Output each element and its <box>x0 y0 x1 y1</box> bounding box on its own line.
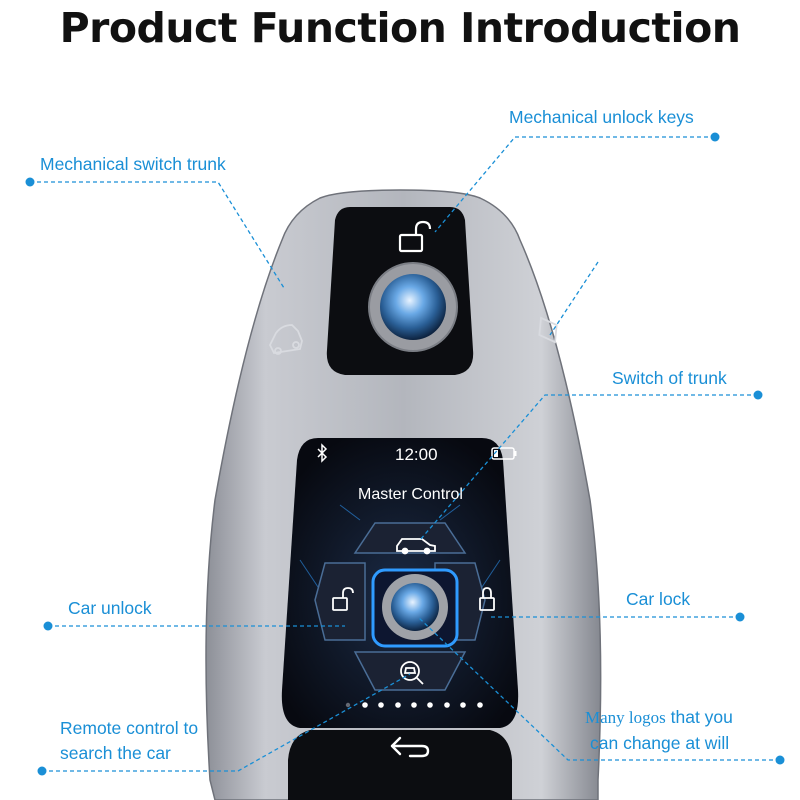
label-car-lock: Car lock <box>626 589 691 609</box>
callout-dots <box>25 132 785 776</box>
bluetooth-icon <box>317 443 328 463</box>
lock-icon <box>479 587 495 611</box>
label-car-unlock: Car unlock <box>68 598 152 618</box>
screen-time: 12:00 <box>395 445 438 464</box>
back-button-area <box>288 730 512 800</box>
line-remote <box>42 673 411 772</box>
battery-icon <box>491 447 517 460</box>
label-mechanical-switch-trunk: Mechanical switch trunk <box>40 154 226 174</box>
screen-circuit-lines <box>299 504 501 591</box>
line-logos <box>417 616 780 761</box>
label-mechanical-unlock-keys: Mechanical unlock keys <box>509 107 694 127</box>
hex-top <box>353 522 467 554</box>
line-mech-trunk <box>30 181 285 289</box>
label-switch-of-trunk: Switch of trunk <box>612 368 727 388</box>
top-knob <box>380 274 446 340</box>
label-logos-line2: can change at will <box>590 733 730 753</box>
label-remote-line2: search the car <box>60 743 171 763</box>
line-right-trunk <box>549 261 599 336</box>
label-logos-line1: Many logos that you <box>585 705 733 730</box>
diamond-icon <box>538 316 558 344</box>
page-title: Product Function Introduction <box>59 4 741 52</box>
hex-bottom <box>353 651 467 691</box>
back-icon <box>390 736 430 758</box>
page-dots <box>345 702 483 708</box>
hex-left <box>314 562 366 641</box>
trunk-icon <box>268 324 303 355</box>
line-switch-trunk <box>419 394 758 541</box>
label-logos-part1: Many logos <box>585 708 666 727</box>
callout-lines <box>30 136 780 772</box>
car-icon <box>396 538 436 555</box>
line-mech-unlock <box>434 136 715 233</box>
search-car-icon <box>400 661 424 685</box>
unlock-icon <box>398 220 432 253</box>
label-remote-line1: Remote control to <box>60 718 199 738</box>
screen-title: Master Control <box>358 486 463 503</box>
center-knob <box>391 583 439 631</box>
left-unlock-icon <box>332 587 354 611</box>
label-logos-part2: that you <box>665 707 733 727</box>
